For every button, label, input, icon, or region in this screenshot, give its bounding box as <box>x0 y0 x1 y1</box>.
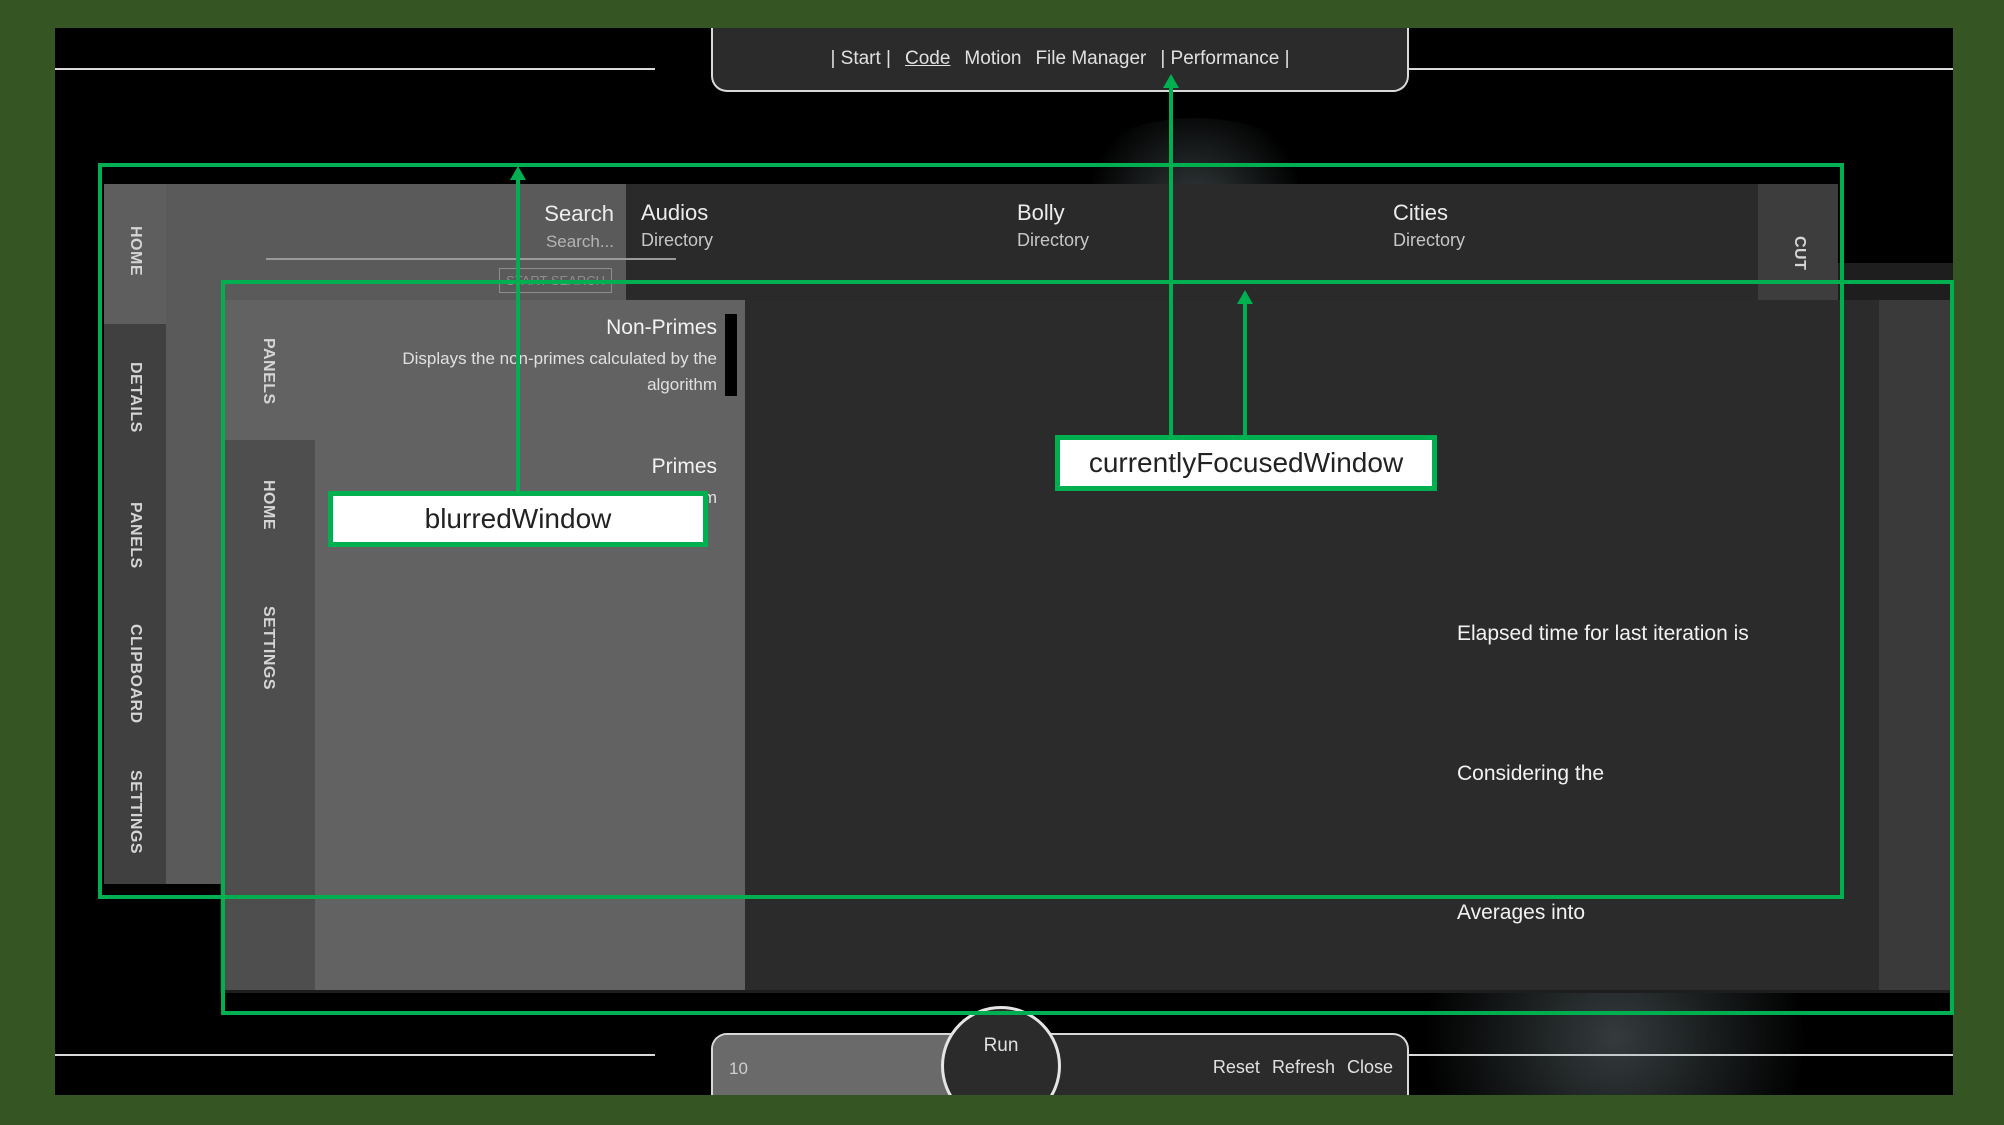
run-button[interactable]: Run <box>941 1006 1061 1095</box>
menu-start[interactable]: | Start | <box>830 48 891 69</box>
blurred-tab-home[interactable]: HOME <box>127 226 144 276</box>
close-button[interactable]: Close <box>1346 1057 1393 1077</box>
focused-panel-list: Non-Primes Displays the non-primes calcu… <box>315 300 745 990</box>
directory-title: Cities <box>1393 200 1449 225</box>
panel-title: Non-Primes <box>606 316 717 339</box>
menu-code[interactable]: Code <box>905 48 951 69</box>
stat-considering: Considering the <box>1457 762 1605 785</box>
blurred-sidebar: HOME DETAILS PANELS CLIPBOARD SETTINGS <box>104 184 166 884</box>
search-underline <box>266 258 676 260</box>
directory-title: Bolly <box>1017 200 1065 225</box>
top-left-rule <box>55 68 655 70</box>
refresh-button[interactable]: Refresh <box>1271 1057 1335 1077</box>
iteration-count-input[interactable]: 10 <box>729 1059 748 1078</box>
selection-indicator <box>725 314 737 396</box>
focused-sidebar-panels-bg <box>225 300 315 440</box>
bottom-actions: Reset Refresh Close <box>1213 1057 1393 1078</box>
panel-title: Primes <box>651 455 717 478</box>
focused-arrow-head-top <box>1163 74 1179 88</box>
blurred-tab-clipboard[interactable]: CLIPBOARD <box>127 624 144 724</box>
directory-subtitle: Directory <box>1393 230 1466 250</box>
focused-arrow-head <box>1237 290 1253 304</box>
directory-subtitle: Directory <box>1017 230 1090 250</box>
bottom-right-rule <box>1350 1054 1953 1056</box>
focused-window-annotation-box <box>221 280 1954 1015</box>
directory-title: Audios <box>641 200 709 225</box>
directory-subtitle: Directory <box>641 230 714 250</box>
blurred-arrow-head <box>510 166 526 180</box>
focused-window-label: currentlyFocusedWindow <box>1055 435 1437 491</box>
focused-right-column <box>1879 300 1953 990</box>
focused-tab-settings[interactable]: SETTINGS <box>260 606 277 691</box>
cut-button[interactable]: CUT <box>1791 236 1808 271</box>
menu-motion[interactable]: Motion <box>964 48 1022 69</box>
top-right-rule <box>1350 68 1953 70</box>
blurred-arrow-shaft <box>516 178 520 496</box>
focused-arrow-shaft-top <box>1169 86 1173 438</box>
stat-averages: Averages into <box>1457 901 1586 924</box>
focused-tab-panels[interactable]: PANELS <box>260 338 277 405</box>
blurred-tab-panels[interactable]: PANELS <box>127 502 144 569</box>
blurred-sidebar-home-bg <box>104 184 166 324</box>
focused-arrow-shaft <box>1243 302 1247 438</box>
blurred-window-annotation-box <box>98 163 1844 899</box>
blurred-tab-settings[interactable]: SETTINGS <box>127 770 144 855</box>
directory-bolly[interactable]: Bolly Directory <box>1017 200 1089 251</box>
reset-button[interactable]: Reset <box>1212 1057 1260 1077</box>
directory-audios[interactable]: Audios Directory <box>641 200 713 251</box>
focused-tab-home[interactable]: HOME <box>260 480 277 530</box>
top-menu-bar: | Start | Code Motion File Manager | Per… <box>711 28 1409 92</box>
search-title: Search <box>544 201 614 226</box>
search-input[interactable]: Search... <box>545 232 614 251</box>
panel-description: Displays the non-primes calculated by th… <box>402 349 717 394</box>
blurred-window-label: blurredWindow <box>328 491 708 547</box>
directory-cities[interactable]: Cities Directory <box>1393 200 1465 251</box>
focused-window: PANELS HOME SETTINGS Non-Primes Displays… <box>225 300 1953 990</box>
bottom-left-rule <box>55 1054 655 1056</box>
blurred-tab-details[interactable]: DETAILS <box>127 362 144 433</box>
menu-file-manager[interactable]: File Manager <box>1035 48 1147 69</box>
menu-performance[interactable]: | Performance | <box>1160 48 1290 69</box>
focused-sidebar: PANELS HOME SETTINGS <box>225 300 315 990</box>
stat-elapsed-time: Elapsed time for last iteration is <box>1457 622 1749 645</box>
bottom-bar: 10 Reset Refresh Close <box>711 1033 1409 1095</box>
